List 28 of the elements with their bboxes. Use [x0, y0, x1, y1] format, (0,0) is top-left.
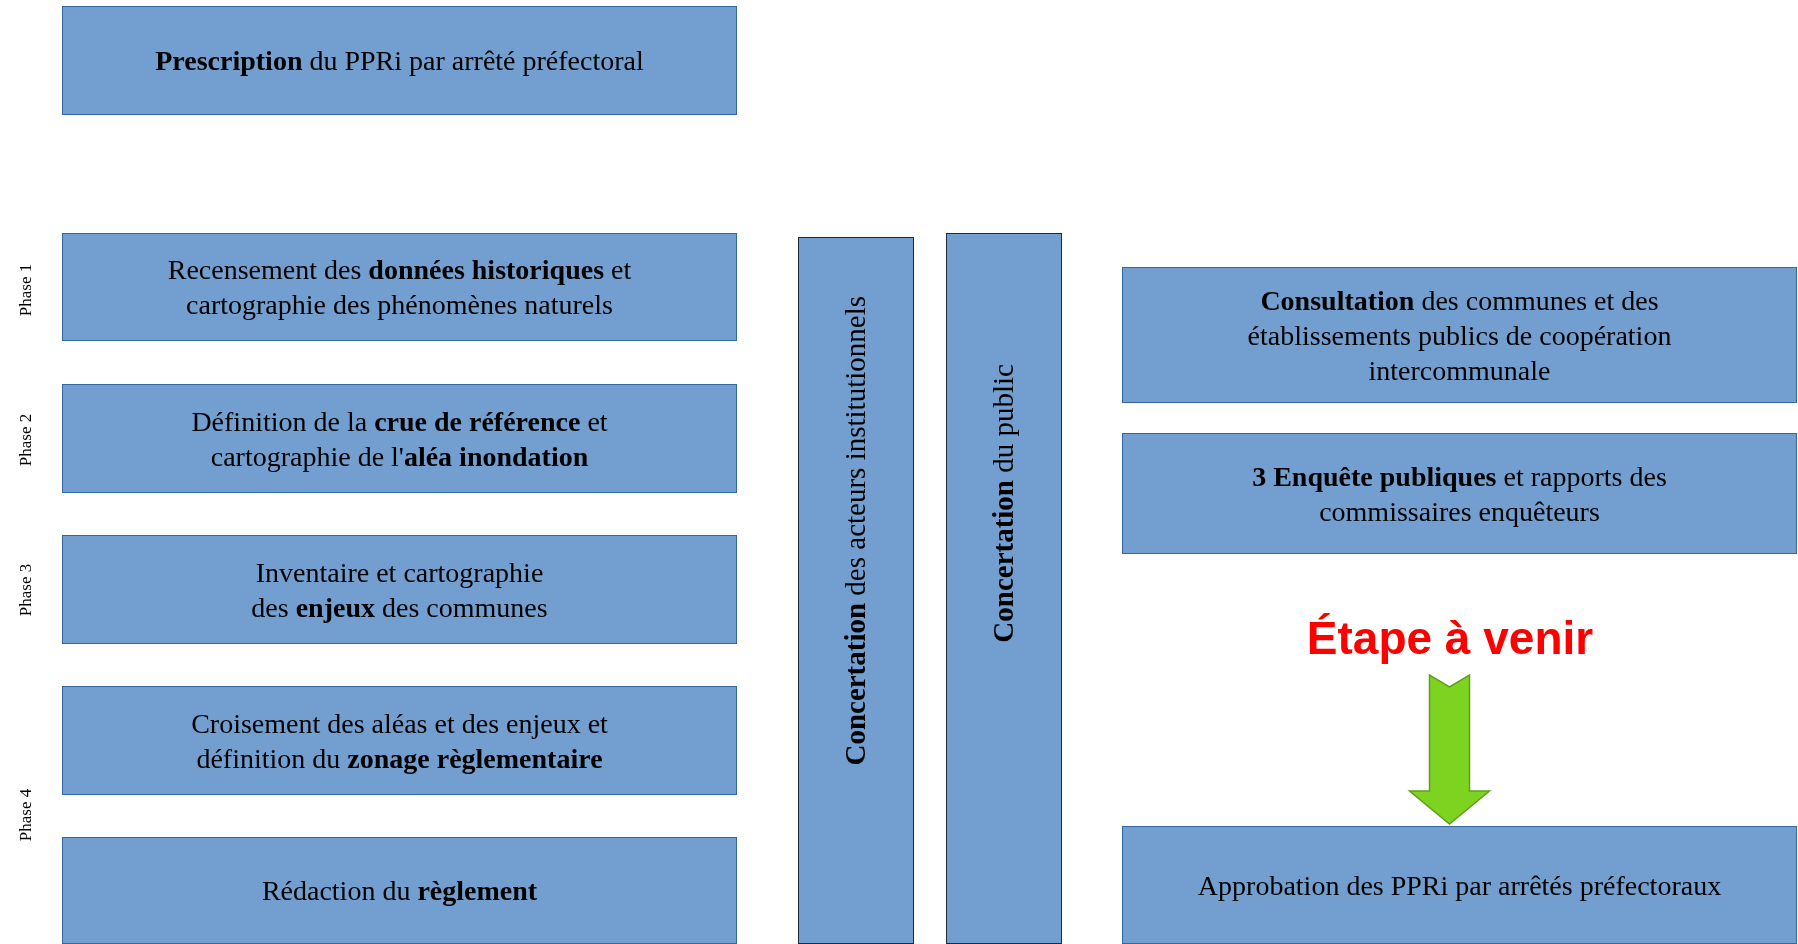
box-text: Rédaction du règlement — [261, 874, 538, 908]
box-text: Prescription du PPRi par arrêté préfectoral — [155, 44, 644, 78]
process-box — [62, 233, 737, 341]
process-box — [1122, 433, 1797, 554]
process-box — [1122, 267, 1797, 403]
vertical-band — [946, 233, 1062, 944]
band-label: Concertation des acteurs institutionnels — [838, 295, 873, 766]
block-arrow — [1407, 673, 1492, 825]
box-text: Croisement des aléas et des enjeux et définition du zonage règlementaire — [190, 706, 609, 776]
process-box — [62, 6, 737, 115]
process-box — [62, 837, 737, 944]
status-heading: Étape à venir — [1290, 608, 1610, 668]
phase-label: Phase 1 — [15, 263, 36, 317]
process-box — [62, 686, 737, 795]
box-text: Consultation des communes et des établissements publics de coopération intercommunale — [1246, 283, 1673, 388]
band-label: Concertation du public — [986, 364, 1021, 643]
process-box — [62, 384, 737, 493]
box-text: Définition de la crue de référence et cartographie de l'aléa inondation — [190, 404, 609, 474]
phase-label: Phase 3 — [15, 563, 36, 617]
box-text: Recensement des données historiques et cartographie des phénomènes naturels — [166, 253, 633, 322]
box-text: Approbation des PPRi par arrêtés préfectoraux — [1197, 868, 1722, 903]
box-text: 3 Enquête publiques et rapports des commissaires enquêteurs — [1251, 459, 1668, 529]
process-box — [1122, 826, 1797, 944]
phase-label: Phase 4 — [15, 788, 36, 842]
box-text: Inventaire et cartographie des enjeux des communes — [250, 555, 549, 625]
phase-label: Phase 2 — [15, 413, 36, 467]
vertical-band — [798, 237, 914, 944]
process-box — [62, 535, 737, 644]
